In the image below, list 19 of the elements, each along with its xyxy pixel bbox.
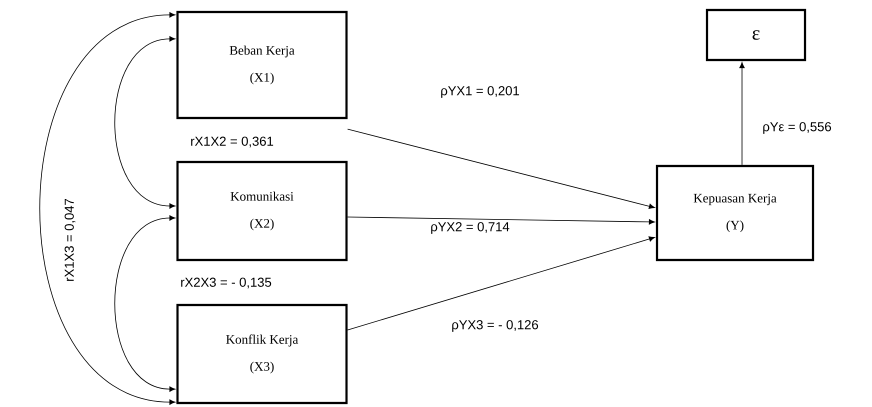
edge-label: rX1X3 = 0,047 (64, 198, 76, 281)
arrow (347, 236, 655, 330)
arrow (347, 216, 655, 225)
edge-label: ρYε = 0,556 (763, 122, 832, 134)
edge-label: rX1X2 = 0,361 (191, 136, 274, 148)
variable-box: Komunikasi (X2) (176, 160, 348, 262)
variable-box: Kepuasan Kerja (Y) (656, 164, 814, 262)
curved-arrow (114, 36, 176, 209)
variable-box: Beban Kerja (X1) (176, 10, 348, 120)
variable-box: Konflik Kerja (X3) (176, 304, 348, 404)
curved-arrow (114, 215, 176, 392)
arrow (347, 128, 655, 209)
arrow (739, 62, 745, 166)
variable-box: ε (706, 8, 806, 62)
edge-label: ρYX2 = 0,714 (431, 222, 510, 234)
edge-label: ρYX1 = 0,201 (441, 86, 520, 98)
edge-label: ρYX3 = - 0,126 (452, 320, 538, 332)
edge-label: rX2X3 = - 0,135 (181, 278, 272, 288)
curved-arrow (39, 12, 176, 405)
